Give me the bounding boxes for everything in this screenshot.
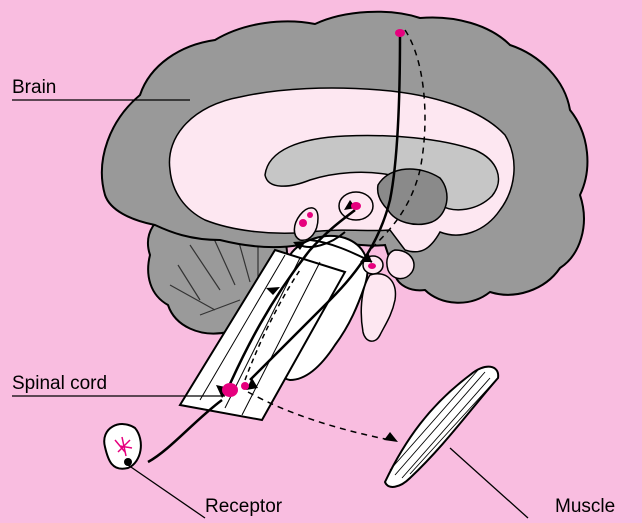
spinal-cord-label: Spinal cord [12,373,107,395]
receptor-dot [124,458,132,466]
muscle [385,367,498,487]
pituitary [361,274,395,341]
receptor-label: Receptor [205,496,282,518]
muscle-label: Muscle [555,496,615,518]
brain-label: Brain [12,77,56,99]
